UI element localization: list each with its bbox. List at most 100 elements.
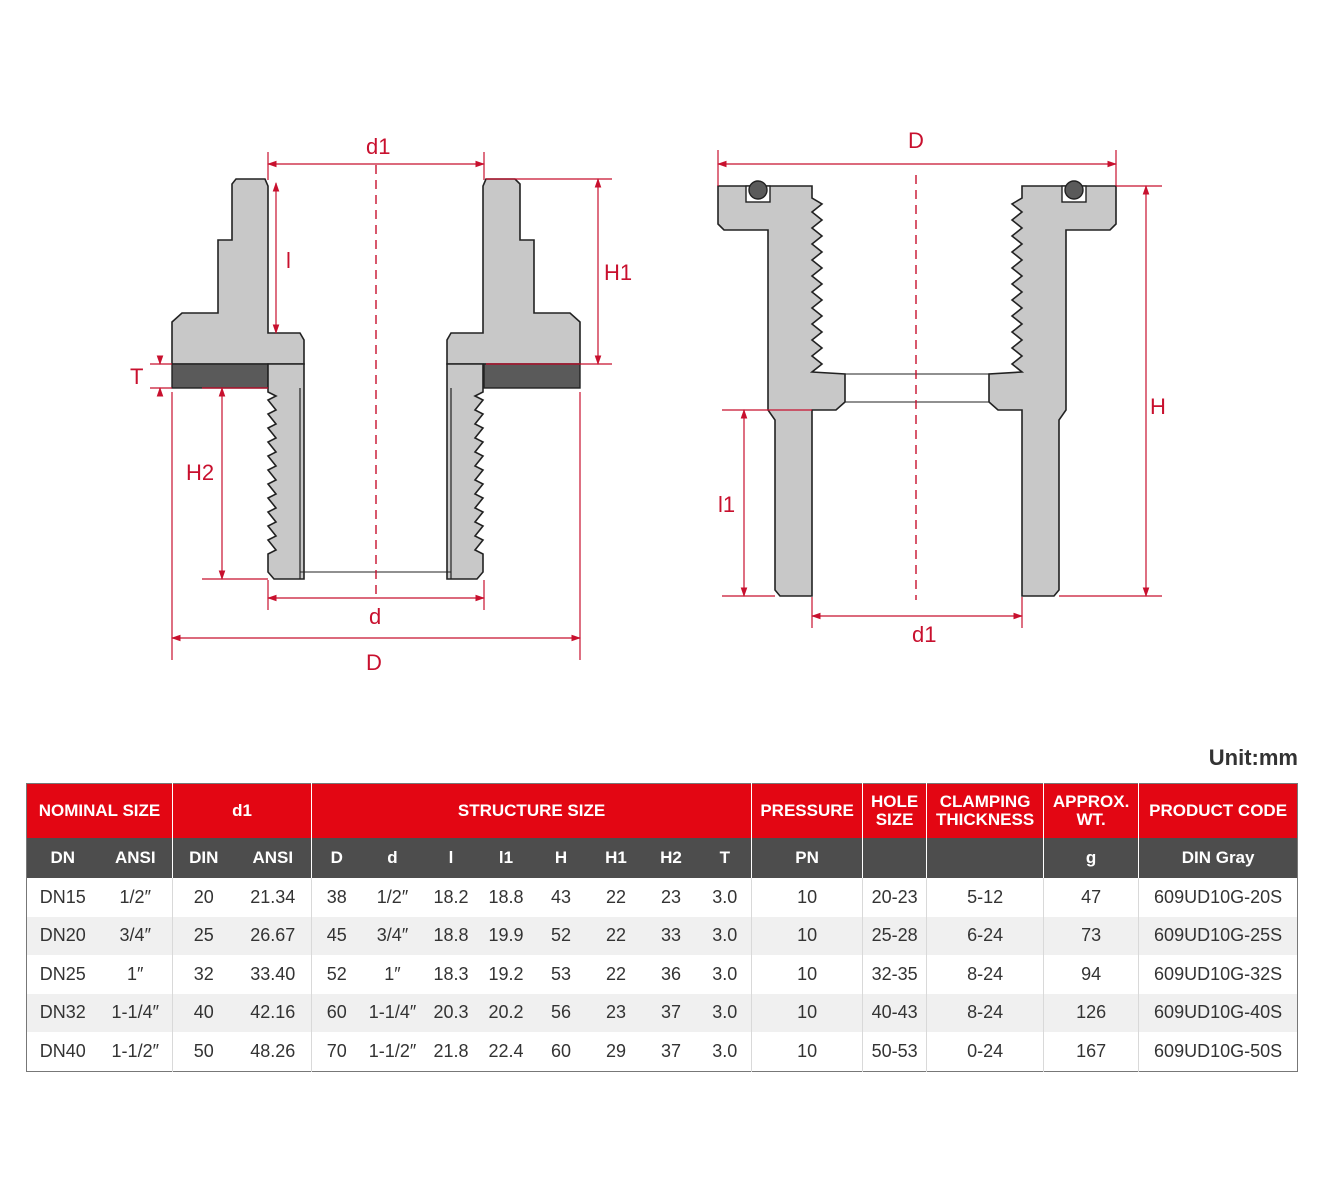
right-body-left: [717, 185, 846, 597]
table-cell: 20.3: [423, 993, 479, 1032]
table-cell: 609UD10G-20S: [1138, 878, 1298, 917]
table-cell: 1/2″: [376, 886, 409, 907]
thread-wall-right: [446, 363, 485, 580]
table-cell: DN15: [39, 886, 86, 907]
sub-header-cell: DN: [26, 838, 99, 878]
table-cell: 10: [751, 955, 863, 994]
left-wall-left: [171, 178, 305, 365]
table-cell: 19.2: [488, 963, 524, 984]
table-cell: 23: [660, 886, 682, 907]
sub-header-cell: T: [698, 838, 752, 878]
table-cell: 37: [660, 1040, 682, 1061]
sub-header-cell: l1: [478, 838, 534, 878]
table-cell: 20-23: [862, 878, 927, 917]
table-cell: 22: [588, 916, 644, 955]
table-cell: 1-1/2″: [368, 1040, 417, 1061]
table-cell: 3.0: [712, 963, 738, 984]
table-cell: 60: [550, 1040, 572, 1061]
table-cell: 3.0: [712, 1040, 738, 1061]
table-cell: 42.16: [234, 993, 312, 1032]
table-cell: 60: [311, 993, 362, 1032]
spec-table: NOMINAL SIZE d1 STRUCTURE SIZE PRESSURE …: [26, 783, 1299, 1072]
table-cell: 22.4: [488, 1040, 524, 1061]
table-cell: 1-1/2″: [111, 1040, 159, 1061]
table-cell: 18.3: [433, 963, 469, 984]
table-cell: 1″: [384, 963, 401, 984]
table-cell: 609UD10G-25S: [1138, 916, 1298, 955]
table-cell: 40-43: [862, 993, 927, 1032]
group-header-row: NOMINAL SIZE d1 STRUCTURE SIZE PRESSURE …: [26, 783, 1298, 838]
table-cell: 5-12: [926, 878, 1044, 917]
table-cell: 609UD10G-32S: [1138, 955, 1298, 994]
gasket-right: [483, 363, 581, 389]
table-cell: 33.40: [250, 963, 296, 984]
table-cell: 50-53: [862, 1032, 927, 1071]
header-d1: d1: [172, 783, 312, 838]
table-cell: 10: [751, 878, 863, 917]
table-cell: DN40: [39, 1040, 86, 1061]
table-cell: 25: [172, 916, 235, 955]
label-H2: H2: [186, 460, 214, 485]
table-cell: 32-35: [862, 955, 927, 994]
table-cell: 10: [751, 993, 863, 1032]
table-cell: 8-24: [926, 955, 1044, 994]
label-d1-left: d1: [366, 134, 390, 159]
table-cell: 1″: [127, 963, 144, 984]
table-cell: 21.8: [433, 1040, 469, 1061]
sub-header-cell: d: [361, 838, 424, 878]
label-l: l: [286, 248, 291, 273]
sub-header-cell: [926, 838, 1044, 878]
table-cell: 50: [172, 1032, 235, 1071]
table-cell: 56: [533, 993, 589, 1032]
table-cell: 47: [1043, 878, 1139, 917]
table-cell: 36: [660, 963, 682, 984]
table-cell: 18.8: [423, 916, 479, 955]
table-cell: 73: [1043, 916, 1139, 955]
table-cell: 32: [172, 955, 235, 994]
table-cell: 3.0: [712, 886, 738, 907]
sub-header-cell: PN: [751, 838, 863, 878]
table-cell: DN20: [26, 916, 99, 955]
table-cell: DN32: [26, 993, 99, 1032]
sub-header-cell: ANSI: [234, 838, 312, 878]
table-cell: 609UD10G-40S: [1138, 993, 1298, 1032]
header-product-code: PRODUCT CODE: [1138, 783, 1298, 838]
table-cell: 26.67: [234, 916, 312, 955]
sub-header-cell: H: [533, 838, 589, 878]
table-cell: 20.2: [478, 993, 534, 1032]
technical-drawing: d1 l H1 T H2 d D: [130, 128, 1166, 675]
table-cell: 37: [643, 993, 699, 1032]
table-cell: 609UD10G-50S: [1138, 1032, 1298, 1071]
table-cell: 3/4″: [361, 916, 424, 955]
table-cell: 18.8: [488, 886, 524, 907]
table-cell: 52: [311, 955, 362, 994]
header-hole-size: HOLE SIZE: [862, 783, 928, 838]
table-cell: 1/2″: [119, 886, 151, 907]
table-cell: 1-1/4″: [361, 993, 424, 1032]
table-cell: 6-24: [926, 916, 1044, 955]
sub-header-cell: H1: [588, 838, 644, 878]
table-cell: 18.2: [433, 886, 469, 907]
sub-header-cell: l: [423, 838, 479, 878]
left-wall-right: [446, 178, 581, 365]
thread-wall-left: [266, 363, 305, 580]
sub-header-cell: ANSI: [98, 838, 173, 878]
label-d: d: [369, 604, 381, 629]
right-body-right: [988, 185, 1117, 597]
sub-header-cell: g: [1043, 838, 1139, 878]
right-section-view: D H l1 d1: [717, 128, 1166, 647]
table-cell: 38: [311, 878, 362, 917]
o-ring-right: [1064, 180, 1084, 200]
sub-header-cell: DIN: [172, 838, 235, 878]
table-cell: 22: [605, 886, 627, 907]
table-cell: 3/4″: [98, 916, 173, 955]
table-cell: 0-24: [926, 1032, 1044, 1071]
sub-header-cell: [862, 838, 927, 878]
o-ring-left: [748, 180, 768, 200]
table-cell: 21.34: [250, 886, 296, 907]
